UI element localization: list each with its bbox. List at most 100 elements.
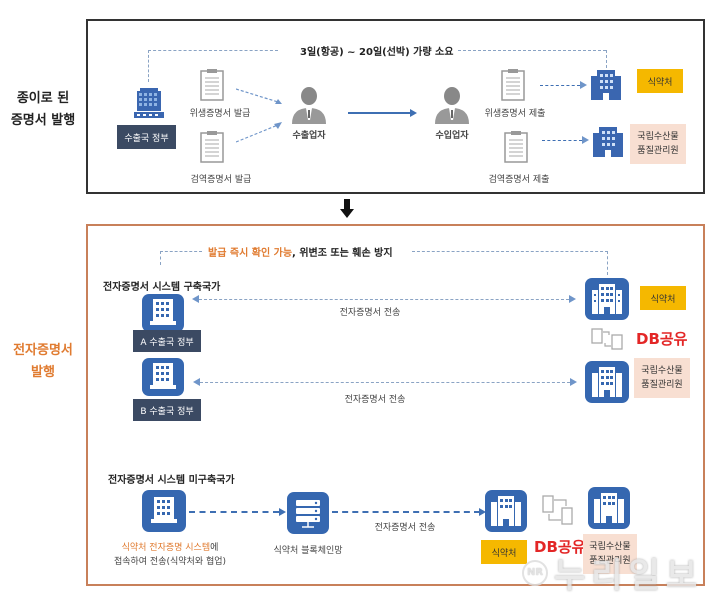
transfer-1-line <box>199 299 569 300</box>
building-icon <box>594 493 624 523</box>
benefit-bracket-left <box>160 251 161 265</box>
watermark-logo: NR <box>522 559 548 586</box>
benefit-bracket-line-right <box>412 251 608 252</box>
arrow-to-nfqs-head <box>582 136 589 144</box>
gov-to-blockchain-arrow <box>189 511 279 513</box>
quarantine-cert-submit-label: 검역증명서 제출 <box>488 175 550 185</box>
nfqs-2-badge: 국립수산물 품질관리원 <box>583 534 637 574</box>
blockchain-to-mfds-arrow <box>332 511 480 513</box>
arrow-to-mfds <box>540 85 580 86</box>
electronic-process-panel <box>86 224 705 586</box>
mfds-building-icon <box>591 70 621 100</box>
exporter-person-icon <box>292 87 326 124</box>
paper-section-label: 종이로 된 증명서 발행 <box>0 88 86 132</box>
unbuilt-desc-line1: 식약처 전자증명 시스템에 <box>110 541 230 555</box>
unbuilt-countries-title: 전자증명서 시스템 미구축국가 <box>108 475 235 486</box>
transfer-2-arrow-right-head <box>570 378 577 386</box>
transfer-2-arrow-left-head <box>193 378 200 386</box>
nfqs-line2: 품질관리원 <box>637 146 679 156</box>
paper-process-panel <box>86 19 705 194</box>
gov-to-blockchain-arrow-head <box>279 508 286 516</box>
duration-bracket-line-right <box>458 50 606 51</box>
blockchain-label: 식약처 블록체인망 <box>273 546 343 556</box>
nfqs-line1: 국립수산물 <box>637 132 679 142</box>
nfqs-2-line1: 국립수산물 <box>589 542 631 552</box>
gov-a-badge: A 수출국 정부 <box>133 330 201 352</box>
clipboard-icon <box>200 131 224 163</box>
clipboard-icon <box>200 69 224 101</box>
importer-label: 수입업자 <box>435 131 469 141</box>
blockchain-to-mfds-arrow-head <box>479 508 486 516</box>
quarantine-cert-issue-label: 검역증명서 발급 <box>190 175 252 185</box>
transfer-1-arrow-left-head <box>192 295 199 303</box>
exporter-label: 수출업자 <box>292 131 326 141</box>
building-icon <box>150 363 176 389</box>
server-icon <box>296 500 320 528</box>
transfer-1-label: 전자증명서 전송 <box>339 308 401 318</box>
transfer-2-label: 전자증명서 전송 <box>344 395 406 405</box>
benefit-highlight: 발급 즉시 확인 가능 <box>208 248 293 259</box>
paper-label-line2: 증명서 발행 <box>10 113 76 128</box>
building-icon <box>592 367 622 397</box>
duration-bracket-left <box>148 50 149 82</box>
mfds-badge: 식약처 <box>640 286 686 310</box>
unbuilt-desc-suffix: 에 <box>210 543 219 553</box>
mfds-badge: 식약처 <box>637 69 683 93</box>
shipment-arrow <box>348 112 410 114</box>
electronic-label-line2: 발행 <box>31 365 55 380</box>
blockchain-server-tile <box>287 492 329 534</box>
duration-bracket-right <box>606 50 607 68</box>
down-arrow-icon <box>340 199 354 218</box>
nfqs-2-building-tile <box>588 487 630 529</box>
arrow-to-mfds-head <box>580 81 587 89</box>
sanitary-cert-submit-label: 위생증명서 제출 <box>484 109 546 119</box>
government-building-icon <box>134 88 164 118</box>
built-countries-title: 전자증명서 시스템 구축국가 <box>103 282 221 293</box>
db-sync-icon <box>591 328 623 350</box>
unbuilt-desc-line2: 접속하여 전송(식약처와 협업) <box>113 557 227 567</box>
nfqs-badge: 국립수산물 품질관리원 <box>630 124 686 164</box>
sanitary-cert-issue-label: 위생증명서 발급 <box>189 109 251 119</box>
gov-a-building-tile <box>142 294 184 332</box>
db-share-label: DB공유 <box>636 330 688 348</box>
benefit-rest: , 위변조 또는 훼손 방지 <box>292 248 393 259</box>
nfqs-line1: 국립수산물 <box>641 366 683 376</box>
gov-b-building-tile <box>142 358 184 396</box>
nfqs-badge: 국립수산물 품질관리원 <box>634 358 690 398</box>
exporting-gov-badge: 수출국 정부 <box>117 125 176 149</box>
gov-b-badge: B 수출국 정부 <box>133 399 201 421</box>
building-icon <box>150 299 176 325</box>
unbuilt-desc-highlight: 식약처 전자증명 시스템 <box>121 543 211 553</box>
db-share-label-2: DB공유 <box>534 538 586 556</box>
clipboard-icon <box>504 131 528 163</box>
watermark: NR 누리일보 <box>522 548 703 597</box>
shipment-arrow-head <box>410 109 417 117</box>
mfds-building-tile <box>585 278 629 320</box>
duration-bracket-line-left <box>148 50 278 51</box>
transfer-3-label: 전자증명서 전송 <box>374 523 436 533</box>
electronic-label-line1: 전자증명서 <box>13 343 73 358</box>
building-icon <box>491 496 521 526</box>
transfer-2-line <box>200 382 570 383</box>
nfqs-building-tile <box>585 361 629 403</box>
paper-label-line1: 종이로 된 <box>16 91 70 106</box>
benefit-bracket-line-left <box>160 251 202 252</box>
building-icon <box>151 497 177 523</box>
importer-person-icon <box>435 87 469 124</box>
watermark-text: 누리일보 <box>554 556 704 596</box>
nfqs-building-icon <box>593 127 623 157</box>
electronic-section-label: 전자증명서 발행 <box>0 340 86 384</box>
duration-note: 3일(항공) ~ 20일(선박) 가량 소요 <box>300 47 454 58</box>
nfqs-2-line2: 품질관리원 <box>589 556 631 566</box>
building-icon <box>592 284 622 314</box>
arrow-to-nfqs <box>542 140 582 141</box>
mfds-2-badge: 식약처 <box>481 540 527 564</box>
nfqs-line2: 품질관리원 <box>641 380 683 390</box>
arrow-to-exporter-upper <box>236 88 282 104</box>
unbuilt-gov-building-tile <box>142 490 186 532</box>
unbuilt-desc: 식약처 전자증명 시스템에 접속하여 전송(식약처와 협업) <box>110 541 230 569</box>
benefit-note: 발급 즉시 확인 가능, 위변조 또는 훼손 방지 <box>208 244 393 259</box>
mfds-2-building-tile <box>485 490 527 532</box>
db-sync-icon <box>542 495 573 525</box>
clipboard-icon <box>501 69 525 101</box>
